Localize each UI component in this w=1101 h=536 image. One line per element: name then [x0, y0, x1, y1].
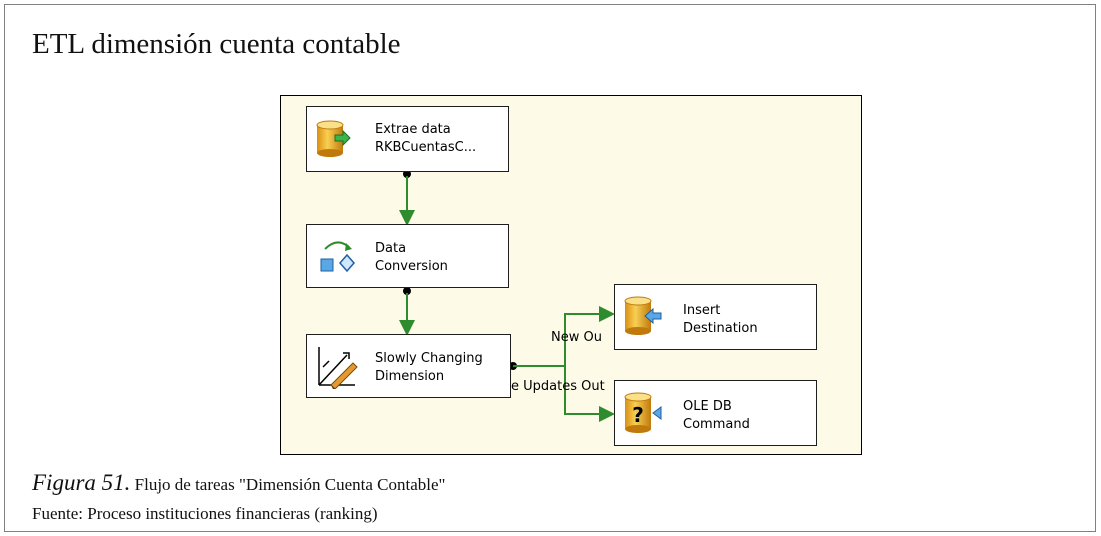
- flow-label-updates-output: e Updates Out: [511, 379, 605, 394]
- slowly-changing-dimension-icon: [318, 347, 358, 389]
- node-label-line2: RKBCuentasC...: [375, 140, 477, 155]
- node-label-line1: OLE DB: [683, 399, 732, 414]
- flow-arrow-updates-output[interactable]: [564, 366, 615, 422]
- connector-dot: [403, 170, 411, 178]
- node-label-line1: Data: [375, 241, 407, 256]
- node-label-line1: Slowly Changing: [375, 351, 483, 366]
- data-conversion-node[interactable]: Data Conversion: [306, 224, 509, 288]
- slowly-changing-dimension-node[interactable]: Slowly Changing Dimension: [306, 334, 511, 398]
- page-title: ETL dimensión cuenta contable: [32, 28, 401, 60]
- extract-source-node[interactable]: Extrae data RKBCuentasC...: [306, 106, 509, 172]
- figure-number: Figura 51.: [32, 470, 131, 495]
- node-label-line1: Extrae data: [375, 122, 451, 137]
- database-source-icon: [316, 120, 351, 157]
- node-label-line2: Command: [683, 417, 750, 432]
- flow-label-new-output: New Ou: [551, 330, 602, 345]
- figure-caption-text: Flujo de tareas "Dimensión Cuenta Contab…: [130, 475, 446, 494]
- figure-caption: Figura 51. Flujo de tareas "Dimensión Cu…: [32, 470, 446, 496]
- ole-db-command-node[interactable]: ? OLE DB Command: [614, 380, 817, 446]
- database-destination-icon: [624, 296, 662, 335]
- connector-dot: [403, 287, 411, 295]
- insert-destination-node[interactable]: Insert Destination: [614, 284, 817, 350]
- document-frame: [4, 4, 1096, 532]
- node-label-line2: Dimension: [375, 369, 445, 384]
- node-label-line2: Destination: [683, 321, 758, 336]
- node-label-line1: Insert: [683, 303, 721, 318]
- data-conversion-icon: [320, 241, 355, 273]
- ole-db-command-icon: ?: [624, 392, 662, 433]
- data-flow-canvas: Extrae data RKBCuentasC... Data Conversi…: [280, 95, 862, 455]
- svg-text:?: ?: [632, 403, 644, 427]
- node-label-line2: Conversion: [375, 259, 448, 274]
- flow-arrow-new-output[interactable]: [564, 306, 615, 366]
- figure-source: Fuente: Proceso instituciones financiera…: [32, 504, 378, 523]
- flow-connectors: [399, 170, 615, 422]
